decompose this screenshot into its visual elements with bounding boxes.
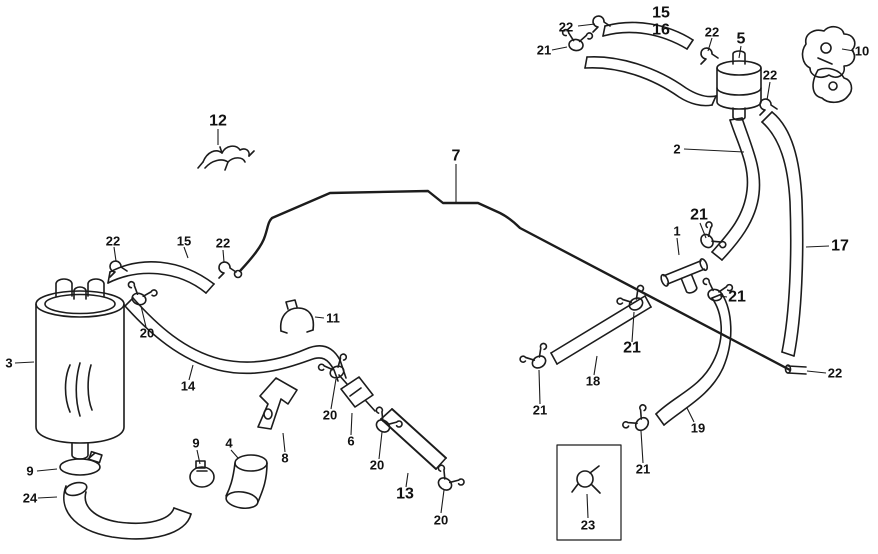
part-label: 20 [434,513,448,528]
part-label: 22 [216,236,230,251]
part-label: 15 [652,5,670,22]
part-label: 11 [326,311,340,326]
part-22-fitting [784,364,807,375]
part-label: 24 [23,491,38,506]
part-label: 18 [586,374,600,389]
part-16-hose-top [584,56,717,107]
part-label: 4 [225,436,233,451]
part-23-box [556,444,622,541]
part-label: 15 [177,234,191,249]
part-label: 21 [537,43,551,58]
part-19-hose [655,293,732,426]
part-label: 6 [347,434,354,449]
part-label: 5 [737,31,746,48]
part-label: 21 [533,403,547,418]
part-label: 10 [855,44,869,59]
part-10-bracket [801,25,856,104]
part-label: 21 [636,462,650,477]
part-15-hose-left [107,261,215,294]
part-11-clamp-bracket [279,299,315,334]
part-12-clip [197,145,255,171]
leader-lines [14,23,855,519]
part-labels: 22 15 16 22 5 10 21 22 2 12 7 21 1 17 22… [5,5,869,533]
part-9-clamp-left [59,450,103,476]
part-label: 21 [623,340,641,357]
part-7-pipe [233,189,792,372]
part-label: 9 [192,436,199,451]
part-label: 14 [181,379,196,394]
part-label: 20 [370,458,384,473]
part-label: 22 [559,20,573,35]
part-label: 13 [396,486,414,503]
part-label: 22 [106,234,120,249]
part-label: 20 [140,326,154,341]
part-24-hose [63,481,192,540]
part-label: 8 [281,451,288,466]
part-label: 16 [652,22,670,39]
part-1-joint [660,258,709,294]
part-17-hose [761,111,804,357]
part-label: 2 [673,142,680,157]
part-label: 23 [581,518,595,533]
part-8-bracket [257,377,298,430]
part-15-hose-top [602,21,694,50]
part-label: 1 [673,224,680,239]
part-label: 21 [728,289,746,306]
part-label: 22 [705,25,719,40]
part-label: 22 [763,68,777,83]
part-label: 12 [209,113,227,130]
part-label: 3 [5,356,12,371]
part-label: 21 [690,207,708,224]
part-9-clamp-right [189,460,215,488]
part-label: 19 [691,421,705,436]
part-3-canister [35,278,125,460]
part-label: 7 [452,148,461,165]
part-label: 9 [26,464,33,479]
part-label: 22 [828,366,842,381]
part-4-elbow [225,454,268,510]
part-label: 17 [831,238,849,255]
part-label: 20 [323,408,337,423]
